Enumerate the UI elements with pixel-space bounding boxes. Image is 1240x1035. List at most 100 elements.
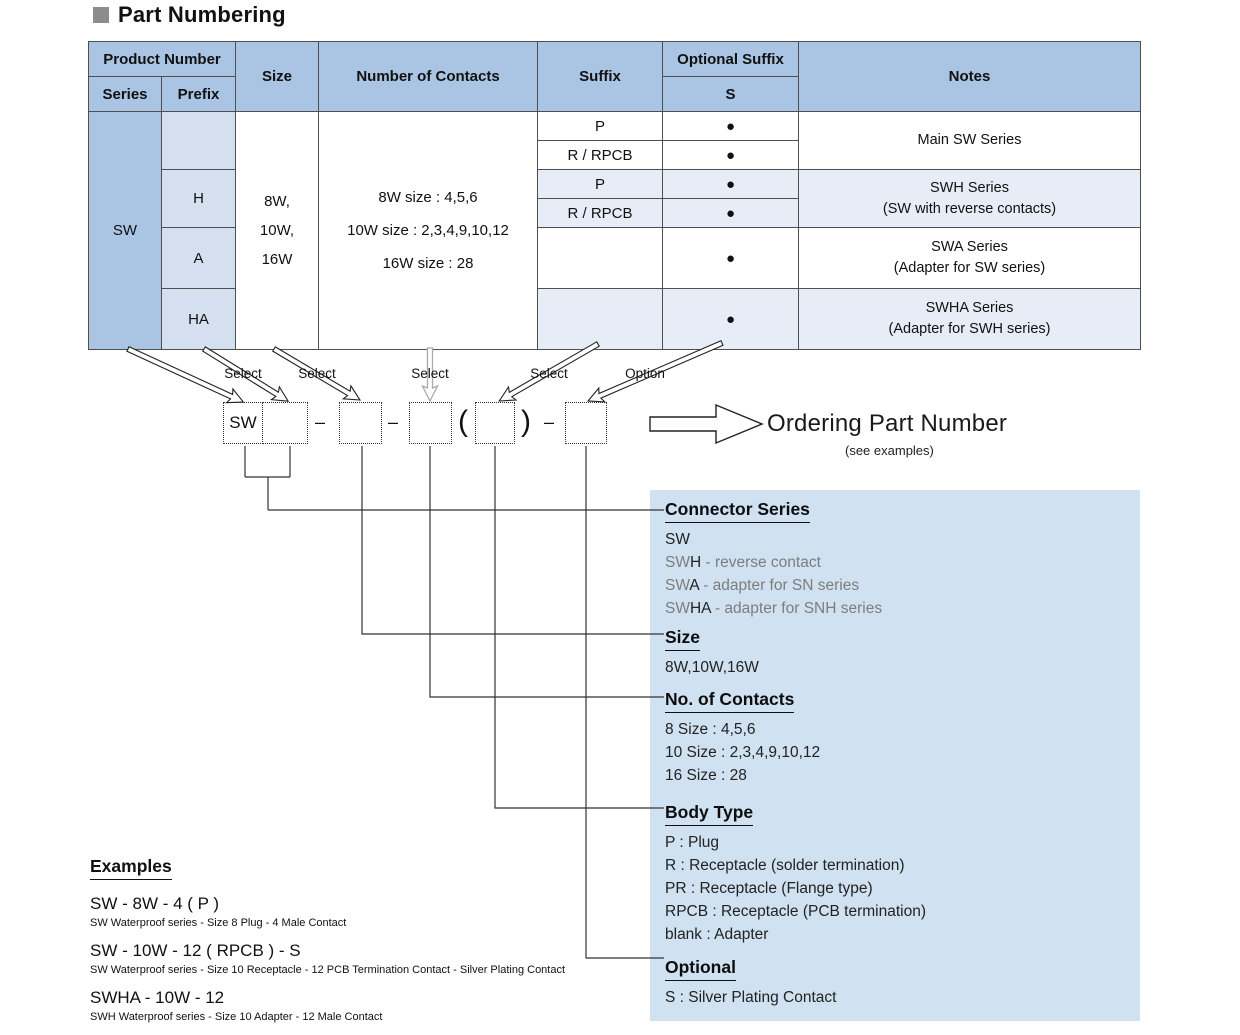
optional-bullet-icon: ● [662,169,799,199]
contacts-item: 16 Size : 28 [665,767,747,784]
series-item: SWHA - adapter for SNH series [665,600,883,617]
prefix-cell-ha: HA [161,288,236,350]
examples-heading: Examples [90,856,172,880]
example-item: SWHA - 10W - 12 SWH Waterproof series - … [90,988,660,1023]
suffix-cell: P [537,111,663,141]
body-type-heading: Body Type [665,802,754,826]
contacts-item: 8 Size : 4,5,6 [665,721,756,738]
suffix-cell: R / RPCB [537,198,663,228]
ordering-arrow-icon [649,403,764,445]
table-row: A ● SWA Series (Adapter for SW series) [89,227,1141,289]
example-code: SWHA - 10W - 12 [90,988,225,1007]
dash-separator: – [315,412,326,432]
section-optional: Optional S : Silver Plating Contact [665,957,836,1009]
part-box-contacts [409,402,452,444]
body-type-item: R : Receptacle (solder termination) [665,857,905,874]
select-label: Select [298,366,336,381]
notes-cell: SWH Series (SW with reverse contacts) [798,169,1141,228]
select-label: Select [411,366,449,381]
header-contacts: Number of Contacts [318,41,538,112]
select-label: Select [224,366,262,381]
size-heading: Size [665,627,701,651]
part-box-body-type [475,402,515,444]
table-row: HA ● SWHA Series (Adapter for SWH series… [89,288,1141,350]
optional-bullet-icon: ● [662,140,799,170]
line-to-body-type [494,446,664,809]
page-title-text: Part Numbering [118,2,286,27]
header-optional-suffix: Optional Suffix [662,41,799,77]
example-item: SW - 8W - 4 ( P ) SW Waterproof series -… [90,894,660,929]
select-label: Select [530,366,568,381]
prefix-cell-a: A [161,227,236,289]
header-suffix: Suffix [537,41,663,112]
dash-separator: – [544,412,555,432]
series-item: SWA - adapter for SN series [665,577,860,594]
optional-bullet-icon: ● [662,111,799,141]
optional-bullet-icon: ● [662,288,799,350]
ordering-see-examples-note: (see examples) [845,443,934,458]
example-description: SWH Waterproof series - Size 10 Adapter … [90,1011,383,1023]
page-title: Part Numbering [93,0,286,30]
suffix-cell [537,227,663,289]
suffix-cell: R / RPCB [537,140,663,170]
contacts-cell: 8W size : 4,5,6 10W size : 2,3,4,9,10,12… [318,111,538,350]
connector-series-heading: Connector Series [665,499,810,523]
dash-separator: – [388,412,399,432]
prefix-cell-h: H [161,169,236,228]
line-to-contacts [429,446,664,698]
optional-heading: Optional [665,957,736,981]
series-cell: SW [88,111,162,350]
example-description: SW Waterproof series - Size 10 Receptacl… [90,964,566,976]
section-no-of-contacts: No. of Contacts 8 Size : 4,5,6 10 Size :… [665,689,820,787]
part-numbering-table: Product Number Size Number of Contacts S… [88,41,1141,350]
part-box-size [339,402,382,444]
body-type-item: RPCB : Receptacle (PCB termination) [665,903,927,920]
ordering-part-number-title: Ordering Part Number [767,410,1008,437]
notes-cell: SWA Series (Adapter for SW series) [798,227,1141,289]
series-item: SWH - reverse contact [665,554,821,571]
header-series: Series [88,76,162,112]
part-box-optional [565,402,607,444]
contacts-heading: No. of Contacts [665,689,795,713]
line-to-connector-series [244,446,664,511]
size-values: 8W,10W,16W [665,659,759,676]
table-row: R / RPCB ● [89,198,1141,228]
option-label: Option [625,366,665,381]
example-description: SW Waterproof series - Size 8 Plug - 4 M… [90,917,347,929]
notes-cell: Main SW Series [798,111,1141,170]
section-body-type: Body Type P : Plug R : Receptacle (solde… [665,802,926,946]
suffix-cell: P [537,169,663,199]
legend-panel: Connector Series SW SWH - reverse contac… [650,490,1140,1021]
series-item: SW [665,531,690,548]
part-box-prefix [262,402,308,444]
header-prefix: Prefix [161,76,236,112]
part-box-series: SW [223,402,263,444]
example-item: SW - 10W - 12 ( RPCB ) - S SW Waterproof… [90,941,660,976]
header-notes: Notes [798,41,1141,112]
section-size: Size 8W,10W,16W [665,627,759,679]
notes-cell: SWHA Series (Adapter for SWH series) [798,288,1141,350]
table-row: SW 8W, 10W, 16W 8W size : 4,5,6 10W size… [88,111,1141,350]
table-row: H P ● SWH Series (SW with reverse contac… [89,169,1141,228]
section-bullet-icon [93,7,109,23]
section-connector-series: Connector Series SW SWH - reverse contac… [665,499,882,620]
examples-section: Examples SW - 8W - 4 ( P ) SW Waterproof… [90,856,660,1035]
line-to-size [361,446,664,635]
table-row: R / RPCB ● [89,140,1141,170]
example-code: SW - 10W - 12 ( RPCB ) - S [90,941,301,960]
suffix-cell [537,288,663,350]
body-type-item: blank : Adapter [665,926,769,943]
optional-bullet-icon: ● [662,227,799,289]
contacts-item: 10 Size : 2,3,4,9,10,12 [665,744,821,761]
optional-bullet-icon: ● [662,198,799,228]
header-product-number: Product Number [88,41,236,77]
size-cell: 8W, 10W, 16W [235,111,319,350]
body-type-item: PR : Receptacle (Flange type) [665,880,873,897]
open-paren: ( [458,405,468,438]
optional-item: S : Silver Plating Contact [665,989,837,1006]
body-type-item: P : Plug [665,834,720,851]
close-paren: ) [521,405,531,438]
example-code: SW - 8W - 4 ( P ) [90,894,220,913]
header-optional-s: S [662,76,799,112]
header-size: Size [235,41,319,112]
